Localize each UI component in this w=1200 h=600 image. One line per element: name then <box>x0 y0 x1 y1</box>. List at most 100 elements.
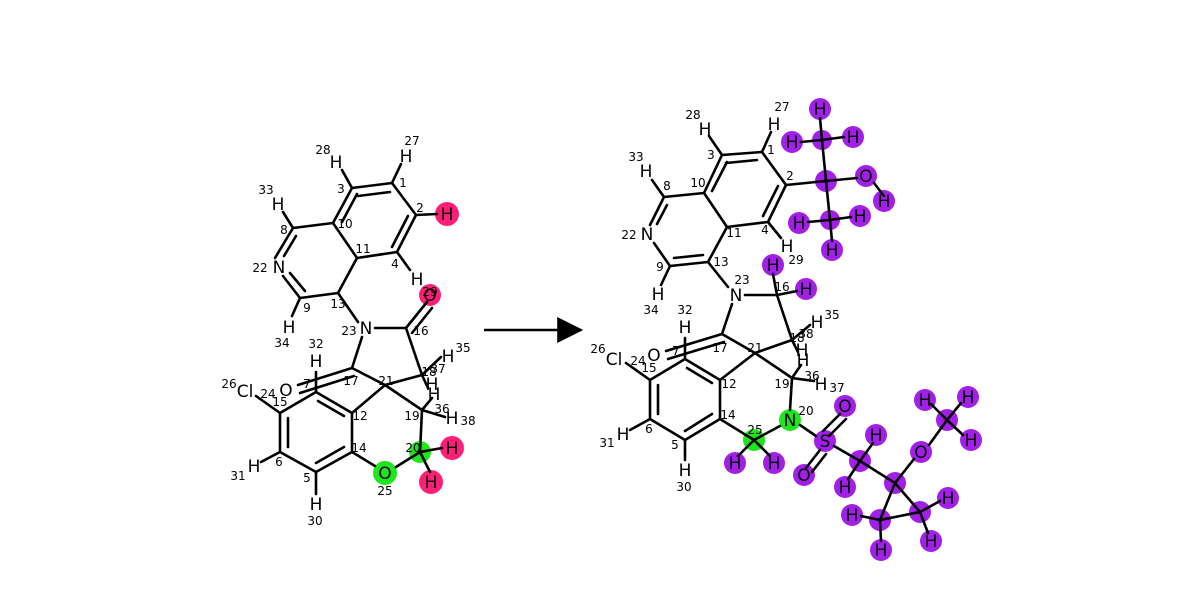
reactant-highlights <box>373 202 464 494</box>
atom-h35: H <box>442 347 455 367</box>
atom-num-9: 9 <box>303 301 311 315</box>
highlight-purple-h-ome3 <box>960 429 982 451</box>
atom-h32: H <box>310 352 323 372</box>
p-atom-h32: H <box>679 318 692 338</box>
p-atom-n22: N <box>641 225 654 245</box>
atom-h33: H <box>272 195 285 215</box>
atom-num-2: 2 <box>416 201 424 215</box>
p-atom-h29: H <box>781 237 794 257</box>
atom-num-13: 13 <box>330 297 345 311</box>
highlight-purple-h-ome2 <box>957 386 979 408</box>
reactant-atom-labels: H 27 H 28 H 33 N 22 H 34 H 4 O 29 N 23 H… <box>221 134 475 528</box>
p-atom-h33: H <box>640 162 653 182</box>
p-h-me2c: H <box>826 241 839 261</box>
atom-num-29: 29 <box>422 285 437 299</box>
p-atom-cl26: Cl <box>606 350 623 370</box>
p-atom-h35: H <box>811 313 824 333</box>
highlight-purple-h16b <box>795 278 817 300</box>
highlight-purple-h-cp1 <box>841 504 863 526</box>
p-atom-num-28: 28 <box>685 108 700 122</box>
p-atom-o7: O <box>647 346 660 366</box>
atom-h36: H <box>428 385 441 405</box>
p-atom-h37: H <box>815 375 828 395</box>
atom-h-on-c2: H <box>441 205 454 225</box>
p-h-cp3: H <box>942 489 955 509</box>
atom-num-10: 10 <box>337 217 352 231</box>
atom-n22: N <box>273 258 286 278</box>
atom-num-37: 37 <box>430 362 445 376</box>
highlight-purple-h-ch2a <box>865 424 887 446</box>
atom-num-35: 35 <box>455 341 470 355</box>
p-h-oh: H <box>878 192 891 212</box>
atom-h4: H <box>411 270 424 290</box>
p-h-me1c: H <box>847 128 860 148</box>
atom-h-on-c20a: H <box>446 439 459 459</box>
p-atom-num-16: 16 <box>774 280 789 294</box>
product-highlights <box>724 98 982 561</box>
p-h-me1a: H <box>814 100 827 120</box>
atom-num-27: 27 <box>404 134 419 148</box>
p-atom-num-22: 22 <box>621 228 636 242</box>
p-atom-num-14: 14 <box>720 408 735 422</box>
atom-num-33: 33 <box>258 183 273 197</box>
p-atom-h36: H <box>797 351 810 371</box>
p-atom-num-29: 29 <box>788 253 803 267</box>
atom-h30: H <box>310 495 323 515</box>
p-atom-num-7: 7 <box>672 344 680 358</box>
p-atom-num-36: 36 <box>804 369 819 383</box>
p-h-me1b: H <box>786 133 799 153</box>
p-atom-h30: H <box>679 461 692 481</box>
product-molecule: H 27 H 28 H 33 N 22 H 34 H 29 N 23 H 32 … <box>590 98 982 561</box>
atom-num-22: 22 <box>252 261 267 275</box>
p-atom-num-8: 8 <box>663 179 671 193</box>
atom-num-16: 16 <box>413 324 428 338</box>
atom-num-4: 4 <box>391 257 399 271</box>
atom-o25: O <box>378 464 391 484</box>
p-atom-num-17: 17 <box>712 341 727 355</box>
atom-num-6: 6 <box>275 455 283 469</box>
p-h-16b: H <box>800 280 813 300</box>
highlight-purple-h5 <box>849 205 871 227</box>
p-atom-num-25: 25 <box>747 423 762 437</box>
reactant-molecule: H 27 H 28 H 33 N 22 H 34 H 4 O 29 N 23 H… <box>221 134 475 528</box>
atom-num-21: 21 <box>378 374 393 388</box>
highlight-purple-h3 <box>842 126 864 148</box>
atom-num-19: 19 <box>404 409 419 423</box>
atom-num-23: 23 <box>341 324 356 338</box>
p-h-25a: H <box>729 454 742 474</box>
p-atom-num-5: 5 <box>671 438 679 452</box>
highlight-purple-o-s1 <box>834 395 856 417</box>
atom-n23: N <box>360 319 373 339</box>
p-atom-o-top: O <box>859 167 872 187</box>
p-atom-h34: H <box>652 285 665 305</box>
atom-num-24: 24 <box>260 387 275 401</box>
atom-num-28: 28 <box>315 143 330 157</box>
p-atom-num-38: 38 <box>798 327 813 341</box>
p-atom-n23: N <box>730 286 743 306</box>
atom-num-18: 18 <box>421 365 436 379</box>
p-atom-o-s1: O <box>838 397 851 417</box>
p-atom-num-27: 27 <box>774 100 789 114</box>
p-atom-h27: H <box>768 115 781 135</box>
atom-num-3: 3 <box>337 182 345 196</box>
highlight-purple-o-me <box>910 441 932 463</box>
highlight-purple-h25b <box>763 452 785 474</box>
highlight-purple-h25a <box>724 452 746 474</box>
highlight-purple-o-top <box>855 165 877 187</box>
highlight-purple-h-ch2b <box>834 476 856 498</box>
reactant-bonds <box>254 162 447 496</box>
p-atom-num-20: 20 <box>798 404 813 418</box>
highlight-purple-h1 <box>809 98 831 120</box>
atom-num-20: 20 <box>405 441 420 455</box>
p-atom-num-32: 32 <box>677 303 692 317</box>
p-atom-num-18: 18 <box>789 331 804 345</box>
p-atom-num-23: 23 <box>734 273 749 287</box>
p-atom-num-11: 11 <box>726 226 741 240</box>
p-atom-num-35: 35 <box>824 308 839 322</box>
highlight-purple-h2 <box>781 131 803 153</box>
p-atom-num-31: 31 <box>599 436 614 450</box>
p-atom-num-33: 33 <box>628 150 643 164</box>
atom-num-14: 14 <box>351 441 366 455</box>
p-atom-num-24: 24 <box>630 354 645 368</box>
atom-num-11: 11 <box>355 242 370 256</box>
